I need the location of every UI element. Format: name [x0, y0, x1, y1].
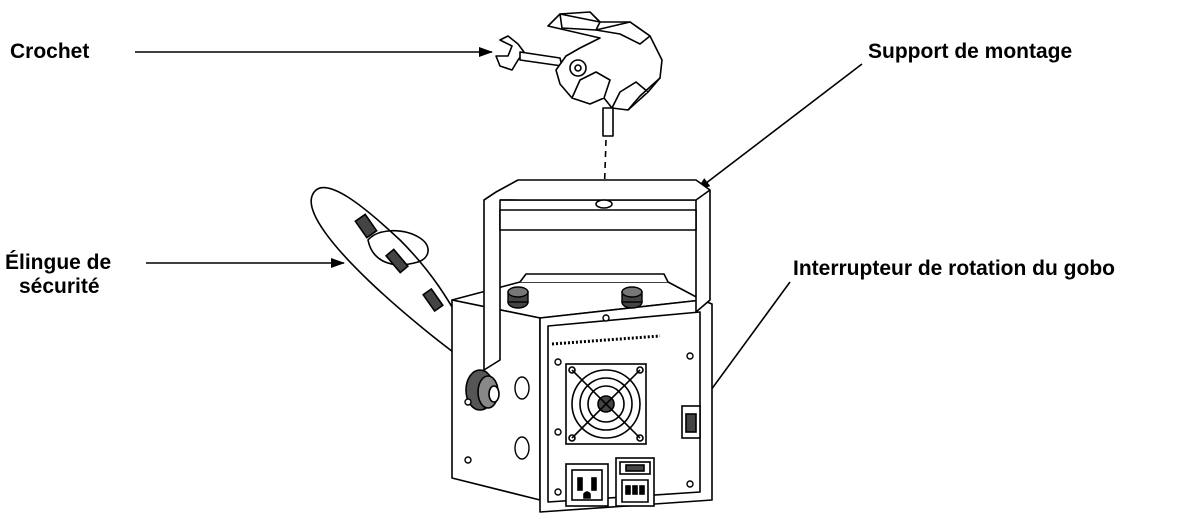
interrupteur-leader [699, 281, 791, 406]
power-outlet-icon [565, 463, 609, 507]
power-inlet-icon [615, 457, 655, 507]
fan-icon [565, 363, 647, 445]
gobo-rotation-switch-icon [681, 405, 701, 439]
support-leader [696, 63, 863, 191]
label-elingue-line1: Élingue de [5, 251, 112, 274]
label-support-de-montage: Support de montage [868, 40, 1073, 63]
label-elingue-line2: sécurité [19, 275, 100, 298]
mounting-yoke [483, 179, 711, 371]
label-elingue-de-securite: Élingue de sécurité [5, 251, 145, 299]
side-knob [465, 369, 500, 411]
safety-cable [310, 186, 479, 371]
label-interrupteur-rotation-gobo: Interrupteur de rotation du gobo [793, 257, 1115, 280]
top-knobs [507, 286, 643, 309]
side-holes [464, 376, 530, 464]
label-crochet: Crochet [10, 40, 90, 63]
clamp [495, 11, 663, 137]
